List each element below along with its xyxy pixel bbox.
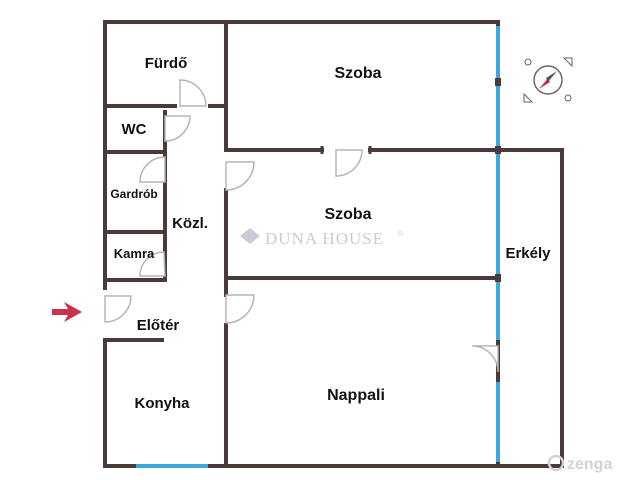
room-labels: Fürdő Szoba WC Gardrób Közl. Szoba Kamra… bbox=[110, 55, 551, 412]
door-kamra bbox=[139, 251, 166, 277]
door-furdo bbox=[179, 79, 207, 107]
zenga-logo-text: zenga bbox=[567, 456, 612, 473]
door-nappali bbox=[225, 294, 255, 324]
label-gardrob: Gardrób bbox=[110, 187, 157, 201]
door-erkely bbox=[471, 345, 499, 373]
doors bbox=[104, 79, 499, 373]
label-kamra: Kamra bbox=[114, 246, 155, 261]
watermark-brand: DUNA HOUSE bbox=[265, 229, 384, 248]
label-furdo: Fürdő bbox=[145, 55, 188, 72]
door-entrance bbox=[104, 295, 132, 323]
entrance-arrow-icon bbox=[52, 302, 82, 322]
label-wc: WC bbox=[122, 121, 147, 138]
door-jambs bbox=[320, 146, 372, 154]
door-gardrob bbox=[139, 156, 166, 183]
watermark: DUNA HOUSE ® bbox=[240, 228, 404, 248]
door-wc bbox=[164, 115, 191, 142]
door-szoba1 bbox=[335, 149, 363, 177]
label-szoba1: Szoba bbox=[334, 65, 381, 82]
duna-house-logo-icon bbox=[240, 228, 260, 244]
label-konyha: Konyha bbox=[134, 395, 190, 412]
label-kozl: Közl. bbox=[172, 215, 208, 232]
label-eloter: Előtér bbox=[137, 317, 180, 334]
label-nappali: Nappali bbox=[327, 387, 385, 404]
window-mullions bbox=[495, 78, 501, 282]
label-szoba2: Szoba bbox=[324, 206, 371, 223]
watermark-registered: ® bbox=[398, 230, 404, 238]
label-erkely: Erkély bbox=[505, 245, 551, 262]
compass-icon bbox=[523, 57, 573, 103]
zenga-logo: zenga bbox=[547, 454, 612, 473]
door-szoba2 bbox=[225, 161, 255, 191]
windows bbox=[136, 26, 500, 468]
zenga-logo-icon bbox=[547, 454, 565, 472]
